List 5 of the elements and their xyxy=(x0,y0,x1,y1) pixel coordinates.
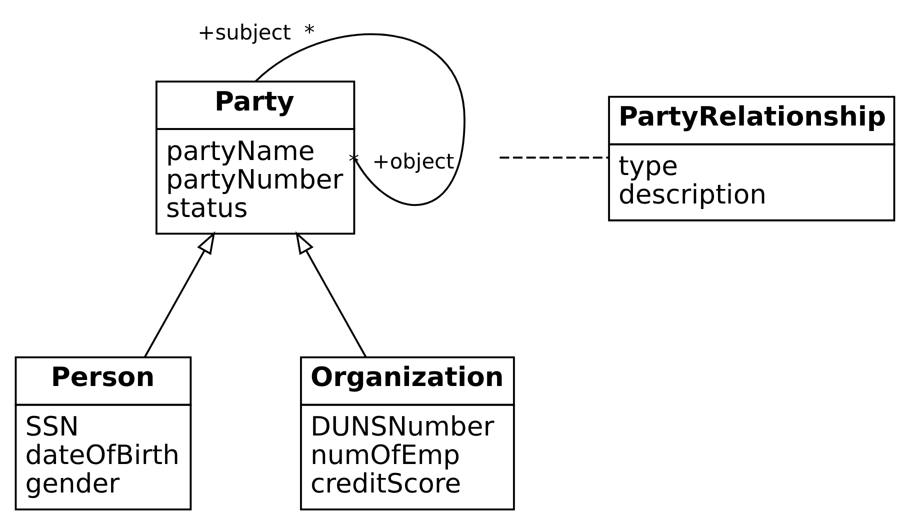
connector xyxy=(254,32,466,206)
label: +subject * xyxy=(198,20,315,44)
connector xyxy=(500,156,609,158)
arrow xyxy=(295,230,367,358)
arrow xyxy=(144,230,216,358)
